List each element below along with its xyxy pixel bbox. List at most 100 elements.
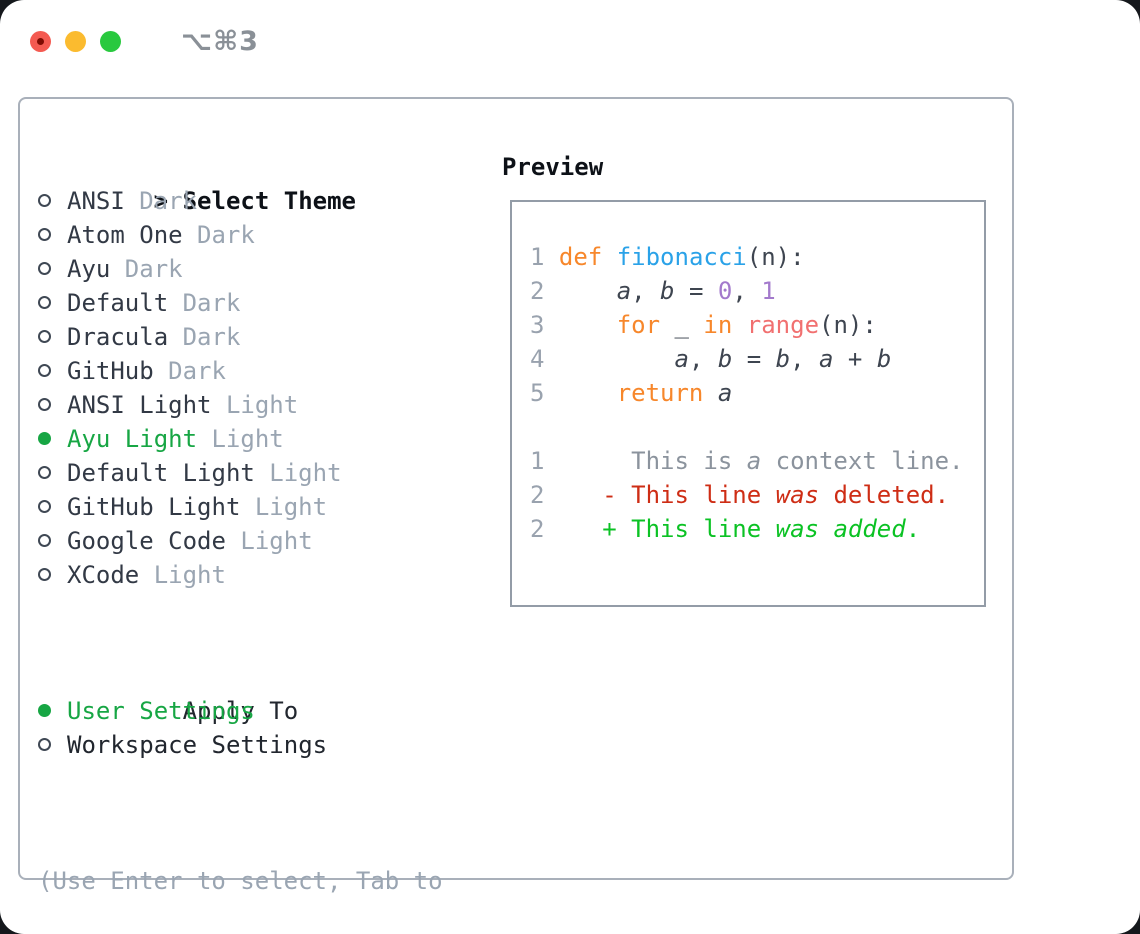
theme-variant-tag: Dark <box>197 221 255 249</box>
theme-name: Default Light <box>67 459 255 487</box>
window-shortcut-title: ⌥⌘3 <box>181 26 259 57</box>
apply-option-user-settings[interactable]: User Settings <box>38 694 488 728</box>
radio-icon <box>38 286 67 320</box>
token-function: fibonacci <box>616 243 747 271</box>
token-deleted: deleted. <box>819 481 950 509</box>
radio-icon <box>38 354 67 388</box>
token-context-em: a <box>746 447 762 475</box>
theme-name: Ayu <box>67 255 111 283</box>
theme-variant-tag: Light <box>211 425 284 453</box>
maximize-button[interactable] <box>100 31 121 52</box>
theme-option-default-light[interactable]: Default Light Light <box>38 456 488 490</box>
radio-circle <box>38 568 51 581</box>
line-number: 1 <box>530 243 545 271</box>
radio-circle <box>38 364 51 377</box>
token-plain: , <box>631 277 661 305</box>
radio-circle <box>38 704 51 717</box>
code-line: 2 a, b = 0, 1 <box>530 274 984 308</box>
token-plain <box>559 379 617 407</box>
token-added: . <box>905 515 921 543</box>
radio-circle <box>38 296 51 309</box>
theme-variant-tag: Light <box>254 493 328 521</box>
minimize-button[interactable] <box>65 31 86 52</box>
radio-icon <box>38 388 67 422</box>
theme-name: GitHub Light <box>67 493 241 521</box>
token-keyword: for <box>616 311 661 339</box>
token-plain: , <box>688 345 718 373</box>
theme-variant-tag: Light <box>269 459 342 487</box>
token-context: context line. <box>761 447 964 475</box>
line-number: 5 <box>530 379 545 407</box>
theme-variant-tag: Dark <box>139 187 198 215</box>
code-line: 3 for _ in range(n): <box>530 308 984 342</box>
token-keyword: in <box>703 311 733 339</box>
radio-circle <box>38 330 51 343</box>
radio-selected-icon <box>38 422 67 456</box>
radio-icon <box>38 252 67 286</box>
code-line: 2 + This line was added. <box>530 512 984 546</box>
token-added-em: was added <box>775 515 906 543</box>
titlebar: ⌥⌘3 <box>30 26 259 57</box>
theme-name: ANSI Light <box>67 391 212 419</box>
token-variable: a <box>674 345 689 373</box>
apply-to-header: Apply To <box>38 660 488 725</box>
theme-option-ayu-light[interactable]: Ayu Light Light <box>38 422 488 456</box>
radio-icon <box>38 456 67 490</box>
token-plain <box>559 311 617 339</box>
line-number: 3 <box>530 311 545 339</box>
theme-variant-tag: Dark <box>182 323 241 351</box>
close-button[interactable] <box>30 31 51 52</box>
token-variable: a <box>819 345 834 373</box>
token-plain: + <box>833 345 877 373</box>
token-variable: b <box>876 345 892 373</box>
line-number: 1 <box>530 447 545 475</box>
radio-circle <box>38 262 51 275</box>
token-context: This is <box>558 447 747 475</box>
theme-name: Ayu Light <box>67 425 198 453</box>
radio-circle <box>38 194 51 207</box>
token-plain: (n): <box>746 243 805 271</box>
theme-option-dracula[interactable]: Dracula Dark <box>38 320 488 354</box>
radio-circle <box>38 466 51 479</box>
token-variable: b <box>775 345 791 373</box>
spacer <box>38 592 488 626</box>
token-plain: (n): <box>819 311 877 339</box>
apply-option-label: Workspace Settings <box>67 731 328 759</box>
radio-circle <box>38 398 51 411</box>
radio-icon <box>38 558 67 592</box>
help-line-1: (Use Enter to select, Tab to <box>38 867 443 895</box>
token-deleted-em: was <box>775 481 819 509</box>
token-number: 1 <box>761 277 776 305</box>
theme-option-github-light[interactable]: GitHub Light Light <box>38 490 488 524</box>
code-blank-line <box>530 410 984 444</box>
radio-icon <box>38 728 67 762</box>
apply-option-workspace-settings[interactable]: Workspace Settings <box>38 728 488 762</box>
radio-circle <box>38 738 51 751</box>
radio-icon <box>38 320 67 354</box>
token-plain: _ <box>660 311 704 339</box>
token-variable: a <box>717 379 733 407</box>
code-line: 4 a, b = b, a + b <box>530 342 984 376</box>
radio-icon <box>38 490 67 524</box>
token-call: range <box>746 311 820 339</box>
line-number: 2 <box>530 515 545 543</box>
close-dot-icon <box>37 38 44 45</box>
token-deleted: - This line <box>558 481 776 509</box>
theme-name: GitHub <box>67 357 154 385</box>
token-plain: = <box>674 277 718 305</box>
theme-name: Dracula <box>67 323 169 351</box>
